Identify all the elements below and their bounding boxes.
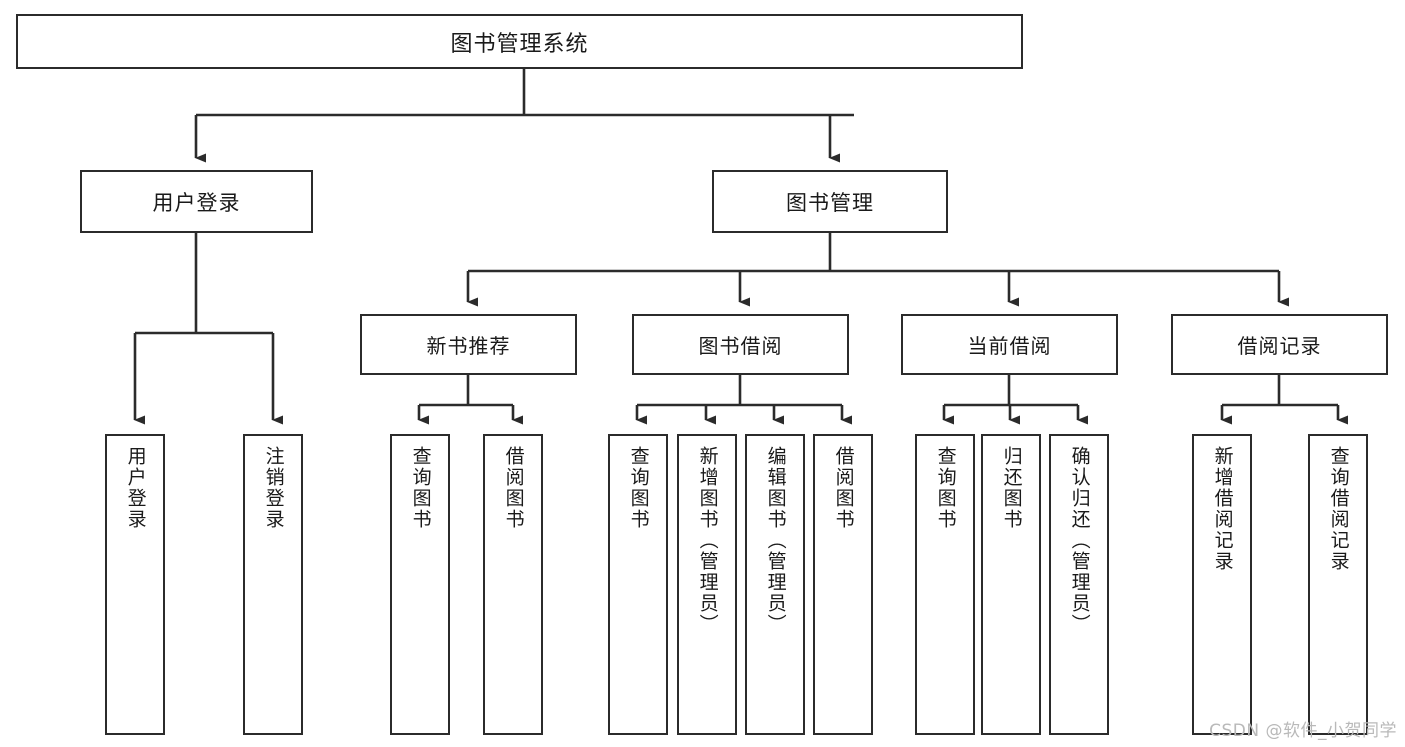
node-user-login[interactable]: 用户登录 <box>80 170 313 233</box>
leaf-user-login-logout[interactable]: 注销登录 <box>243 434 303 735</box>
node-label: 注销登录 <box>262 446 285 530</box>
leaf-current-borrow-search-book[interactable]: 查询图书 <box>915 434 975 735</box>
node-label: 图书管理 <box>786 190 874 215</box>
node-book-borrow[interactable]: 图书借阅 <box>632 314 849 375</box>
node-label: 借阅图书 <box>502 446 525 530</box>
leaf-user-login-login[interactable]: 用户登录 <box>105 434 165 735</box>
node-label: 用户登录 <box>152 190 241 215</box>
node-label: 查询图书 <box>934 446 957 530</box>
node-system-root[interactable]: 图书管理系统 <box>16 14 1023 69</box>
node-borrow-record[interactable]: 借阅记录 <box>1171 314 1388 375</box>
leaf-new-book-search-book[interactable]: 查询图书 <box>390 434 450 735</box>
leaf-book-borrow-search-book[interactable]: 查询图书 <box>608 434 668 735</box>
node-label: 查询图书 <box>409 446 432 530</box>
node-current-borrow[interactable]: 当前借阅 <box>901 314 1118 375</box>
leaf-current-borrow-confirm-return-admin[interactable]: 确认归还（管理员） <box>1049 434 1109 735</box>
leaf-borrow-record-add-record[interactable]: 新增借阅记录 <box>1192 434 1252 735</box>
node-label: 新增图书（管理员） <box>696 446 719 635</box>
leaf-book-borrow-borrow-book[interactable]: 借阅图书 <box>813 434 873 735</box>
node-book-management[interactable]: 图书管理 <box>712 170 948 233</box>
node-label: 归还图书 <box>1000 446 1023 530</box>
node-label: 新书推荐 <box>426 334 511 358</box>
node-label: 查询图书 <box>627 446 650 530</box>
node-label: 新增借阅记录 <box>1211 446 1234 572</box>
leaf-book-borrow-add-book-admin[interactable]: 新增图书（管理员） <box>677 434 737 735</box>
node-label: 借阅记录 <box>1237 334 1322 358</box>
leaf-book-borrow-edit-book-admin[interactable]: 编辑图书（管理员） <box>745 434 805 735</box>
node-new-book-recommend[interactable]: 新书推荐 <box>360 314 577 375</box>
node-label: 图书管理系统 <box>450 31 589 57</box>
leaf-current-borrow-return-book[interactable]: 归还图书 <box>981 434 1041 735</box>
watermark: CSDN @软件_小贺同学 <box>1209 721 1397 741</box>
node-label: 当前借阅 <box>967 334 1052 358</box>
node-label: 编辑图书（管理员） <box>764 446 787 635</box>
leaf-borrow-record-search-record[interactable]: 查询借阅记录 <box>1308 434 1368 735</box>
node-label: 借阅图书 <box>832 446 855 530</box>
node-label: 确认归还（管理员） <box>1068 446 1091 635</box>
node-label: 图书借阅 <box>698 334 783 358</box>
node-label: 用户登录 <box>124 446 147 530</box>
leaf-new-book-borrow-book[interactable]: 借阅图书 <box>483 434 543 735</box>
node-label: 查询借阅记录 <box>1327 446 1350 572</box>
